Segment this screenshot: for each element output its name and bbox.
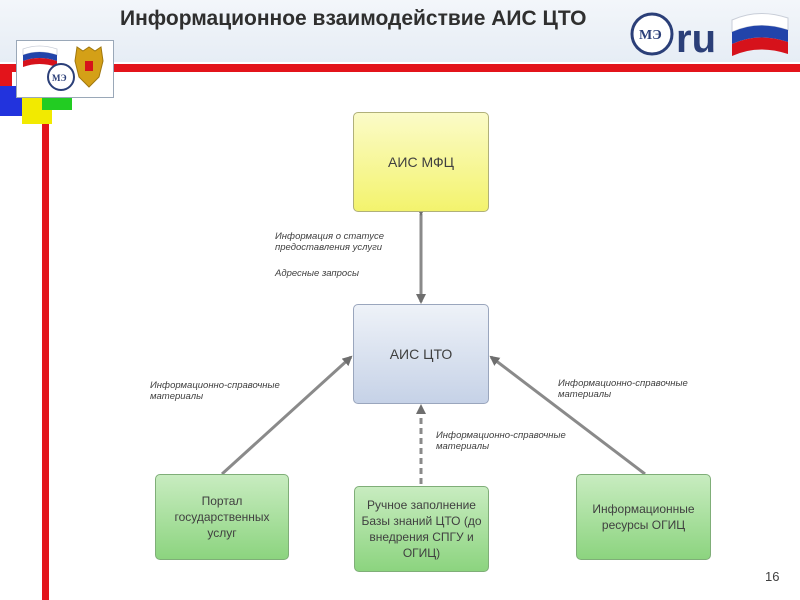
meti-ru-logo: МЭ ru	[628, 6, 794, 61]
deco-square-green	[42, 94, 72, 110]
arrow-portal-cto	[220, 355, 353, 476]
arrow-ogic-cto	[489, 355, 646, 476]
label-ogic-materials: Информационно-справочные материалы	[558, 378, 688, 400]
label-portal-materials: Информационно-справочные материалы	[150, 380, 280, 402]
red-bar-top	[0, 64, 800, 72]
page-number: 16	[765, 569, 780, 584]
slide-title: Информационное взаимодействие АИС ЦТО	[120, 7, 587, 30]
red-bar-left	[42, 72, 49, 600]
svg-text:ru: ru	[676, 17, 716, 60]
label-status-info: Информация о статусе предоставления услу…	[275, 231, 385, 253]
label-manual-materials: Информационно-справочные материалы	[436, 430, 566, 452]
node-ais-mfc: АИС МФЦ	[353, 112, 489, 212]
flag-emblem-icon: МЭ	[22, 45, 104, 91]
svg-text:МЭ: МЭ	[52, 73, 67, 83]
meti-emblem-icon: МЭ ru	[630, 12, 789, 61]
node-ais-cto: АИС ЦТО	[353, 304, 489, 404]
svg-text:МЭ: МЭ	[639, 28, 662, 43]
label-address-requests: Адресные запросы	[275, 268, 359, 279]
node-portal: Портал государственных услуг	[155, 474, 289, 560]
deco-square-red	[0, 64, 12, 86]
node-manual-fill: Ручное заполнение Базы знаний ЦТО (до вн…	[354, 486, 489, 572]
left-logo: МЭ	[16, 40, 114, 98]
node-ogic-resources: Информационные ресурсы ОГИЦ	[576, 474, 711, 560]
